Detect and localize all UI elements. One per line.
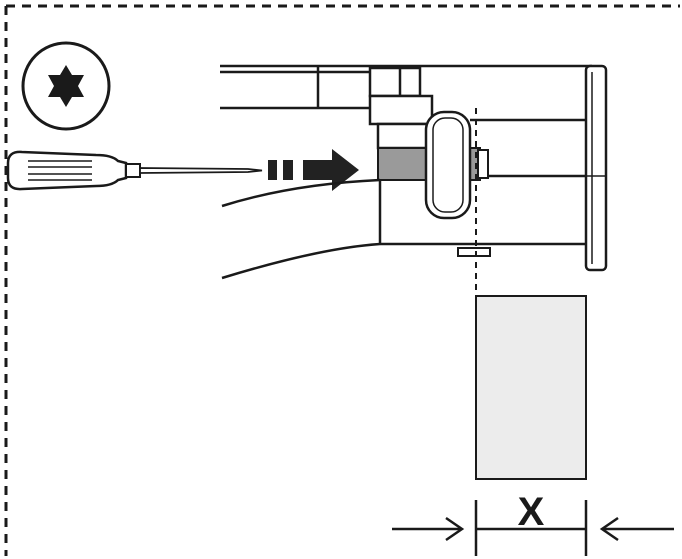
- screwdriver-icon: [6, 150, 263, 191]
- dimension-label: X: [518, 490, 545, 534]
- bracket-assembly: [220, 64, 608, 296]
- insert-arrow-icon: [268, 149, 359, 191]
- spacer-block: [475, 295, 587, 480]
- dimension-marker: [392, 500, 674, 556]
- dashed-border: [4, 4, 680, 556]
- torx-star-icon: [21, 41, 111, 131]
